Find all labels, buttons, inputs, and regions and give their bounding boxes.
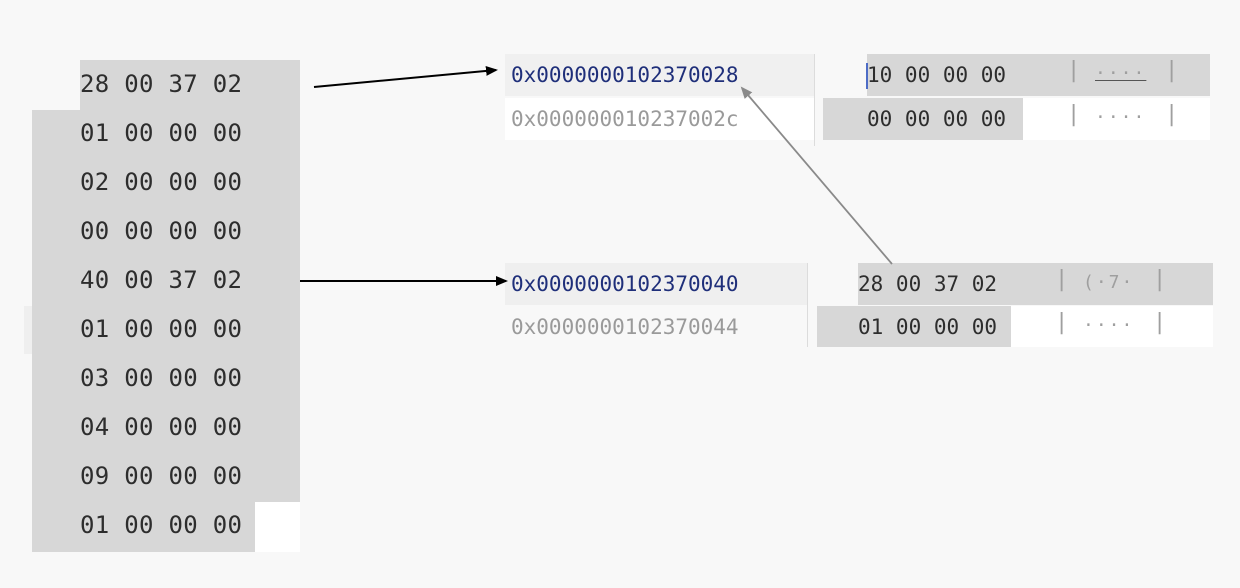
address-cell-highlight — [505, 54, 815, 96]
ascii-preview: (·7· — [1083, 272, 1135, 293]
memory-panel-bottom: 0x0000000102370040 0x0000000102370044 28… — [505, 263, 1213, 347]
memory-bytes[interactable]: 00 00 00 00 — [867, 107, 1007, 131]
selected-row-highlight — [867, 54, 1210, 96]
left-hex-dump: 28 00 37 02 01 00 00 00 02 00 00 00 00 0… — [24, 60, 300, 552]
memory-address[interactable]: 0x000000010237002c — [511, 107, 739, 131]
ascii-separator: | — [1165, 102, 1179, 127]
hex-row: 03 00 00 00 — [80, 364, 243, 392]
column-divider — [814, 54, 815, 146]
hex-row: 40 00 37 02 — [80, 266, 243, 294]
ascii-separator: | — [1055, 267, 1069, 292]
ascii-separator: | — [1165, 58, 1179, 83]
ascii-separator: | — [1153, 310, 1167, 335]
ascii-separator: | — [1067, 102, 1081, 127]
left-highlight-bottom-end — [255, 502, 300, 552]
memory-address[interactable]: 0x0000000102370028 — [511, 63, 739, 87]
value-cell-highlight — [817, 306, 1011, 347]
ascii-preview: ···· — [1095, 107, 1147, 128]
address-cell-highlight — [505, 263, 807, 305]
hex-row: 01 00 00 00 — [80, 119, 243, 147]
memory-address[interactable]: 0x0000000102370040 — [511, 272, 739, 296]
text-cursor — [866, 63, 868, 89]
left-highlight-bottom — [32, 502, 255, 552]
ascii-cell-bg — [1023, 98, 1210, 140]
memory-bytes[interactable]: 01 00 00 00 — [858, 315, 998, 339]
address-cell-bg — [505, 98, 815, 140]
ascii-separator: | — [1067, 58, 1081, 83]
selected-row-highlight — [858, 263, 1213, 305]
ascii-separator: | — [1055, 310, 1069, 335]
hex-row: 00 00 00 00 — [80, 217, 243, 245]
hex-row: 01 00 00 00 — [80, 511, 243, 539]
hex-row: 28 00 37 02 — [80, 70, 243, 98]
memory-bytes[interactable]: 28 00 37 02 — [858, 272, 998, 296]
left-highlight-top — [80, 60, 300, 110]
ascii-cell-bg — [1011, 306, 1213, 347]
column-divider — [807, 263, 808, 347]
memory-bytes[interactable]: 10 00 00 00 — [867, 63, 1007, 87]
memory-address[interactable]: 0x0000000102370044 — [511, 315, 739, 339]
ascii-preview: ···· — [1083, 315, 1135, 336]
ascii-preview: ···· — [1095, 63, 1147, 84]
arrow-row0-to-top — [313, 65, 498, 88]
hex-row: 04 00 00 00 — [80, 413, 243, 441]
hex-row: 09 00 00 00 — [80, 462, 243, 490]
hex-row: 02 00 00 00 — [80, 168, 243, 196]
arrow-bottom-to-top — [740, 86, 893, 265]
hex-row: 01 00 00 00 — [80, 315, 243, 343]
left-highlight-main — [32, 110, 300, 502]
value-cell-highlight — [823, 98, 1023, 140]
memory-panel-top: 0x0000000102370028 0x000000010237002c 10… — [505, 54, 1210, 146]
ascii-separator: | — [1153, 267, 1167, 292]
